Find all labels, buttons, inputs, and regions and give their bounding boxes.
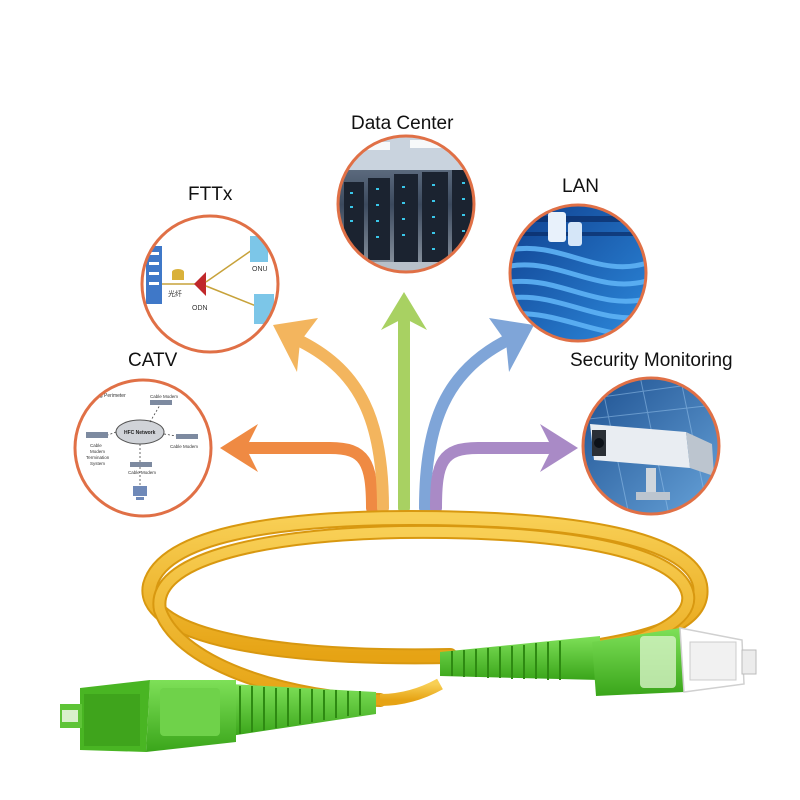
security-monitoring-label: Security Monitoring — [570, 350, 733, 371]
perimeter-text: ing Perimeter — [96, 393, 126, 399]
cable-modem-bottom-icon — [130, 462, 152, 467]
fttx-label: FTTx — [188, 184, 233, 205]
cctv-camera-icon — [590, 424, 714, 500]
fiber-patch-cord — [141, 509, 709, 707]
lan-circle — [508, 203, 648, 343]
modem-bottom-text: Cable Modem — [128, 470, 156, 475]
cmts-text-1: Cable — [90, 443, 102, 448]
cmts-icon — [86, 432, 108, 438]
data-center-circle — [336, 134, 476, 274]
modem-top-text: Cable Modem — [150, 394, 178, 399]
fttx-circle: ONU ODN 光纤 — [140, 214, 280, 354]
hfc-network-text: HFC Network — [124, 430, 156, 436]
cable-modem-top-icon — [150, 400, 172, 405]
fiber-text: 光纤 — [168, 289, 182, 298]
catv-label: CATV — [128, 350, 178, 371]
arrow-lan — [419, 318, 534, 514]
security-monitoring-circle — [581, 376, 721, 516]
catv-circle: HFC Network ing Perimeter Cable Modem Ca… — [73, 378, 213, 518]
odn-text: ODN — [192, 305, 208, 312]
arrow-data-center — [381, 292, 427, 514]
arrow-fttx — [273, 318, 389, 514]
cable-modem-right-icon — [176, 434, 198, 439]
onu-building-icon — [250, 236, 268, 262]
arrow-security — [430, 424, 578, 514]
onu-text: ONU — [252, 266, 268, 273]
cmts-text-2: Modem — [90, 449, 105, 454]
cmts-text-4: System — [90, 461, 105, 466]
arrow-catv — [220, 424, 378, 514]
data-center-label: Data Center — [351, 113, 454, 134]
arrows-group — [220, 292, 578, 514]
lan-label: LAN — [562, 176, 599, 197]
modem-right-text: Cable Modem — [170, 444, 198, 449]
ethernet-plug-icon — [548, 212, 566, 242]
cmts-text-3: Termination — [86, 455, 110, 460]
computer-icon — [133, 486, 147, 496]
odn-splitter-icon — [194, 272, 206, 296]
home-building-icon — [254, 294, 274, 324]
sc-connector-left — [60, 680, 376, 752]
sc-connector-right — [440, 627, 757, 696]
